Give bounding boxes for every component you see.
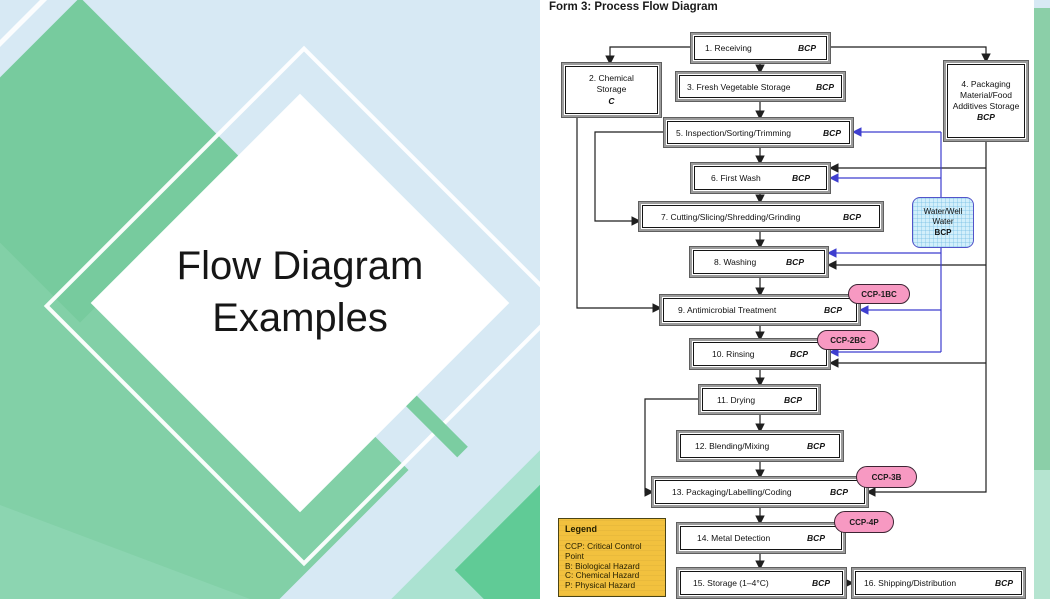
step-box-metal-detection: 14. Metal Detection BCP xyxy=(680,526,842,550)
step-box-packaging-labelling-coding: 13. Packaging/Labelling/Coding BCP xyxy=(655,480,865,504)
hazard-code: BCP xyxy=(784,394,802,405)
ccp-badge-1bc: CCP-1BC xyxy=(848,284,910,304)
step-box-inspection-sorting-trimming: 5. Inspection/Sorting/Trimming BCP xyxy=(667,121,850,144)
step-box-rinsing: 10. Rinsing BCP xyxy=(693,342,827,366)
step-label: 2. Chemical Storage xyxy=(589,73,634,95)
right-edge-green-strip xyxy=(1034,8,1050,470)
ccp-badge-2bc: CCP-2BC xyxy=(817,330,879,350)
hazard-code: BCP xyxy=(816,81,834,92)
step-label: 12. Blending/Mixing xyxy=(695,441,770,451)
step-label: 14. Metal Detection xyxy=(697,533,771,543)
hazard-code: BCP xyxy=(812,578,830,588)
hazard-code: BCP xyxy=(807,533,825,543)
slide-title: Flow Diagram Examples xyxy=(176,244,424,340)
legend-item-ccp: CCP: Critical Control Point xyxy=(565,541,642,561)
flow-connector-lines xyxy=(576,46,991,588)
step-box-blending-mixing: 12. Blending/Mixing BCP xyxy=(680,434,840,458)
hazard-code: BCP xyxy=(786,257,804,267)
step-label: 4. Packaging Material/Food Additives Sto… xyxy=(952,78,1020,111)
step-box-antimicrobial-treatment: 9. Antimicrobial Treatment BCP xyxy=(663,298,857,322)
legend-item-physical: P: Physical Hazard xyxy=(565,580,636,591)
step-label: 6. First Wash xyxy=(711,173,761,183)
step-label: 15. Storage (1–4°C) xyxy=(693,578,769,588)
hazard-code: BCP xyxy=(790,349,808,359)
step-box-fresh-vegetable-storage: 3. Fresh Vegetable Storage BCP xyxy=(679,75,842,98)
step-box-first-wash: 6. First Wash BCP xyxy=(694,166,827,190)
step-label: 1. Receiving xyxy=(705,43,752,53)
hazard-code: BCP xyxy=(798,43,816,53)
step-label: 16. Shipping/Distribution xyxy=(864,578,957,588)
ccp-badge-3b: CCP-3B xyxy=(856,466,917,488)
step-box-drying: 11. Drying BCP xyxy=(702,388,817,411)
step-label: 13. Packaging/Labelling/Coding xyxy=(672,487,792,497)
step-label: 3. Fresh Vegetable Storage xyxy=(687,81,791,92)
hazard-code: BCP xyxy=(823,127,841,138)
water-hazard-code: BCP xyxy=(934,227,952,237)
legend-item-biological: B: Biological Hazard xyxy=(565,560,640,571)
water-label: Water/Well Water xyxy=(923,206,963,227)
legend-title: Legend xyxy=(565,524,598,534)
step-label: 8. Washing xyxy=(714,257,757,267)
step-box-shipping-distribution: 16. Shipping/Distribution BCP xyxy=(855,571,1022,595)
hazard-code: C xyxy=(608,95,615,106)
step-label: 10. Rinsing xyxy=(712,349,755,359)
step-box-storage: 15. Storage (1–4°C) BCP xyxy=(680,571,843,595)
step-label: 9. Antimicrobial Treatment xyxy=(678,305,777,315)
step-label: 5. Inspection/Sorting/Trimming xyxy=(676,127,791,138)
right-edge-teal-strip xyxy=(1034,470,1050,599)
hazard-code: BCP xyxy=(824,305,842,315)
step-box-washing: 8. Washing BCP xyxy=(693,250,825,274)
step-label: 7. Cutting/Slicing/Shredding/Grinding xyxy=(661,211,801,222)
hazard-code: BCP xyxy=(792,173,810,183)
ccp-badge-4p: CCP-4P xyxy=(834,511,894,533)
diagram-title: Form 3: Process Flow Diagram xyxy=(549,1,718,13)
hazard-code: BCP xyxy=(977,112,995,123)
process-flow-diagram-panel: Form 3: Process Flow Diagram xyxy=(540,0,1034,599)
step-box-cutting-slicing: 7. Cutting/Slicing/Shredding/Grinding BC… xyxy=(642,205,880,228)
step-label: 11. Drying xyxy=(717,394,756,405)
hazard-code: BCP xyxy=(807,441,825,451)
hazard-code: BCP xyxy=(843,211,861,222)
legend-item-chemical: C: Chemical Hazard xyxy=(565,570,640,581)
step-box-receiving: 1. Receiving BCP xyxy=(694,36,827,60)
step-box-chemical-storage: 2. Chemical Storage C xyxy=(565,66,658,114)
legend: Legend CCP: Critical Control Point B: Bi… xyxy=(558,518,666,597)
water-source-box: Water/Well Water BCP xyxy=(912,197,974,248)
hazard-code: BCP xyxy=(830,487,848,497)
step-box-packaging-material-storage: 4. Packaging Material/Food Additives Sto… xyxy=(947,64,1025,138)
hazard-code: BCP xyxy=(995,578,1013,588)
